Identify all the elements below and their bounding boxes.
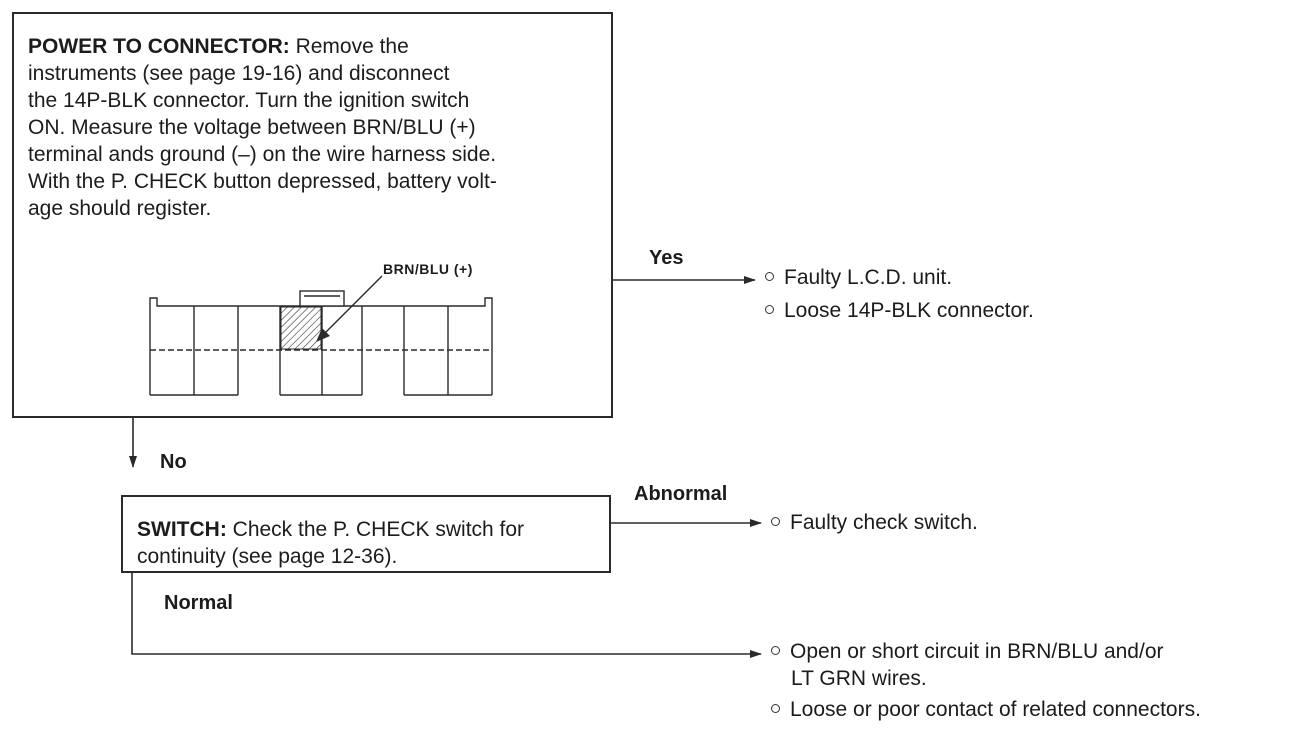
connector-terminal-label: BRN/BLU (+)	[383, 261, 473, 277]
yes-result-list: Faulty L.C.D. unit. Loose 14P-BLK connec…	[765, 264, 1034, 324]
abnormal-label: Abnormal	[634, 483, 728, 505]
bullet-icon	[771, 703, 780, 713]
normal-label: Normal	[164, 592, 233, 614]
normal-result-0-line-1: LT GRN wires.	[791, 667, 927, 690]
yes-result-item: Loose 14P-BLK connector.	[765, 297, 1034, 324]
step1-line-3: ON. Measure the voltage between BRN/BLU …	[28, 116, 476, 139]
step1-line-0: Remove the	[289, 35, 409, 58]
normal-result-1: Loose or poor contact of related connect…	[790, 698, 1201, 721]
bullet-icon	[765, 271, 774, 281]
step1-line-5: With the P. CHECK button depressed, batt…	[28, 170, 497, 193]
normal-result-0-line-0: Open or short circuit in BRN/BLU and/or	[790, 640, 1164, 663]
no-label: No	[160, 451, 187, 473]
abnormal-result-item: Faulty check switch.	[771, 509, 978, 536]
switch-text: SWITCH: Check the P. CHECK switch for co…	[137, 516, 524, 570]
step1-line-6: age should register.	[28, 197, 212, 220]
normal-arrow	[131, 573, 762, 658]
normal-result-item: Open or short circuit in BRN/BLU and/or	[771, 638, 1201, 665]
bullet-icon	[765, 304, 774, 314]
bullet-icon	[771, 516, 780, 526]
power-to-connector-heading: POWER TO CONNECTOR:	[28, 35, 290, 58]
yes-result-1: Loose 14P-BLK connector.	[784, 299, 1034, 322]
yes-label: Yes	[649, 247, 684, 269]
step1-line-2: the 14P-BLK connector. Turn the ignition…	[28, 89, 470, 112]
abnormal-result-0: Faulty check switch.	[790, 511, 978, 534]
step1-line-1: instruments (see page 19-16) and disconn…	[28, 62, 450, 85]
switch-box	[121, 495, 611, 573]
abnormal-result-list: Faulty check switch.	[771, 509, 978, 536]
terminal-pointer	[319, 275, 383, 339]
step1-line-4: terminal ands ground (–) on the wire har…	[28, 143, 497, 166]
power-to-connector-text: POWER TO CONNECTOR: Remove the instrumen…	[28, 33, 497, 222]
terminal-pointer-head	[316, 328, 330, 342]
step2-line-0: Check the P. CHECK switch for	[226, 518, 525, 541]
yes-result-0: Faulty L.C.D. unit.	[784, 266, 953, 289]
connector-14p-diagram	[149, 290, 493, 396]
switch-heading: SWITCH:	[137, 518, 227, 541]
bullet-icon	[771, 645, 780, 655]
brn-blu-terminal	[280, 306, 322, 350]
yes-result-item: Faulty L.C.D. unit.	[765, 264, 1034, 291]
normal-result-list: Open or short circuit in BRN/BLU and/or …	[771, 638, 1201, 723]
step2-line-1: continuity (see page 12-36).	[137, 545, 398, 568]
normal-result-item: Loose or poor contact of related connect…	[771, 696, 1201, 723]
